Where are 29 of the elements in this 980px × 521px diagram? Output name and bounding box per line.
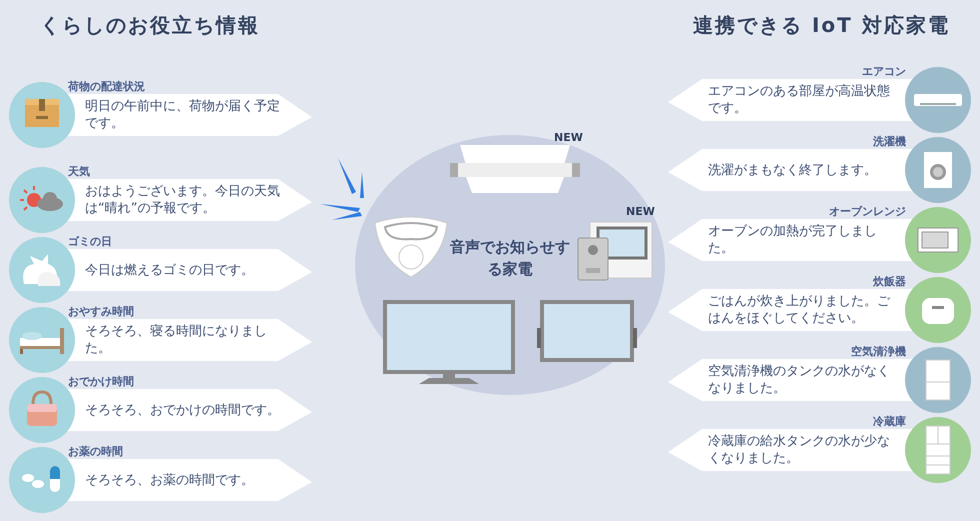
category-label: ゴミの日 <box>68 234 112 249</box>
message-text: 空気清浄機のタンクの水がなくなりました。 <box>708 363 891 397</box>
message-text: オーブンの加熱が完了しました。 <box>708 223 878 257</box>
category-label: 空気清浄機 <box>851 344 906 359</box>
category-label: 炊飯器 <box>873 274 906 289</box>
category-label: 荷物の配達状況 <box>68 79 145 94</box>
category-label: おやすみ時間 <box>68 304 134 319</box>
message-text: 今日は燃えるゴミの日です。 <box>85 262 255 278</box>
category-label: 天気 <box>68 164 90 179</box>
message-text: そろそろ、おでかけの時間です。 <box>85 402 280 418</box>
category-label: おでかけ時間 <box>68 374 134 389</box>
category-label: オーブンレンジ <box>829 204 906 219</box>
new-badge-text: NEW <box>554 131 583 144</box>
message-text: 洗濯がまもなく終了します。 <box>708 162 878 178</box>
message-text: 明日の午前中に、荷物が届く予定です。 <box>85 98 280 132</box>
message-text: そろそろ、お薬の時間です。 <box>85 472 255 488</box>
section-title: くらしのお役立ち情報 <box>40 12 260 39</box>
category-label: お薬の時間 <box>68 444 123 459</box>
category-label: エアコン <box>862 64 906 79</box>
section-title: 連携できる IoT 対応家電 <box>693 12 950 39</box>
new-badge-text: NEW <box>626 205 655 218</box>
center-label: 音声でお知らせする家電 <box>445 236 575 280</box>
message-text: おはようございます。今日の天気は“晴れ”の予報です。 <box>85 183 280 217</box>
category-label: 冷蔵庫 <box>873 414 906 429</box>
message-text: エアコンのある部屋が高温状態です。 <box>708 83 891 117</box>
message-text: 冷蔵庫の給水タンクの水が少なくなりました。 <box>708 433 891 467</box>
message-text: そろそろ、寝る時間になりました。 <box>85 323 268 357</box>
message-text: ごはんが炊き上がりました。ごはんをほぐしてください。 <box>708 293 892 327</box>
category-label: 洗濯機 <box>873 134 906 149</box>
